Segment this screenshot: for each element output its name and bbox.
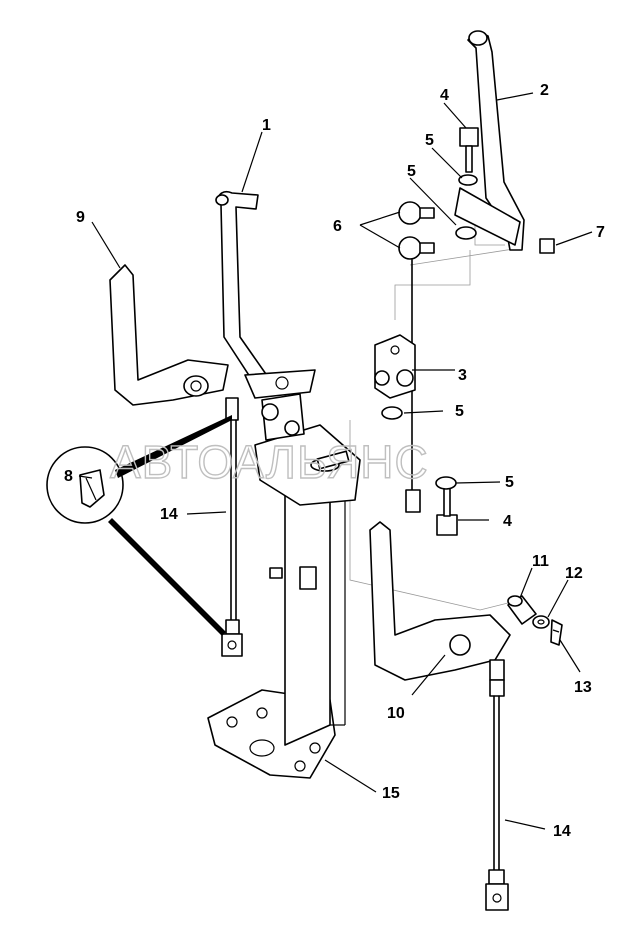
watermark-text: АВТОАЛЬЯНС xyxy=(110,436,429,488)
callout-5-b: 5 xyxy=(407,163,416,180)
callout-1: 1 xyxy=(262,117,271,134)
callout-11: 11 xyxy=(532,553,549,570)
bolt-4-upper xyxy=(459,127,479,173)
callout-2: 2 xyxy=(540,82,549,99)
callout-13: 13 xyxy=(574,679,592,696)
right-pedal-10 xyxy=(369,521,511,681)
bushing-11 xyxy=(507,595,537,625)
left-pedal-9 xyxy=(109,264,229,406)
bolt-4-lower xyxy=(436,487,458,536)
left-rod-14 xyxy=(221,397,243,657)
right-rod-14 xyxy=(485,679,509,911)
main-lever-1 xyxy=(215,190,316,441)
detail-view-8 xyxy=(46,415,232,636)
column-base-plate-15 xyxy=(207,424,361,779)
callout-7: 7 xyxy=(596,224,605,241)
callout-6: 6 xyxy=(333,218,342,235)
callout-5-a: 5 xyxy=(425,132,434,149)
washers-5 xyxy=(381,174,478,490)
washer-12 xyxy=(532,615,550,629)
callout-14-right: 14 xyxy=(553,823,571,840)
callout-4-upper: 4 xyxy=(440,87,449,104)
callout-5-d: 5 xyxy=(505,474,514,491)
callout-14-left: 14 xyxy=(160,506,178,523)
block-3 xyxy=(374,334,416,399)
assembly-guide-lines xyxy=(329,210,521,611)
callout-15: 15 xyxy=(382,785,400,802)
leader-lines xyxy=(78,92,593,830)
callout-4-lower: 4 xyxy=(503,513,512,530)
callout-12: 12 xyxy=(565,565,583,582)
callout-8: 8 xyxy=(64,468,73,485)
callout-9: 9 xyxy=(76,209,85,226)
callout-3: 3 xyxy=(458,367,467,384)
callout-5-c: 5 xyxy=(455,403,464,420)
upper-lever-2 xyxy=(454,30,555,254)
callout-labels: 1 2 3 4 4 5 5 5 5 6 7 8 9 10 11 12 13 14… xyxy=(64,82,605,840)
clip-13 xyxy=(550,619,563,646)
callout-10: 10 xyxy=(387,705,405,722)
